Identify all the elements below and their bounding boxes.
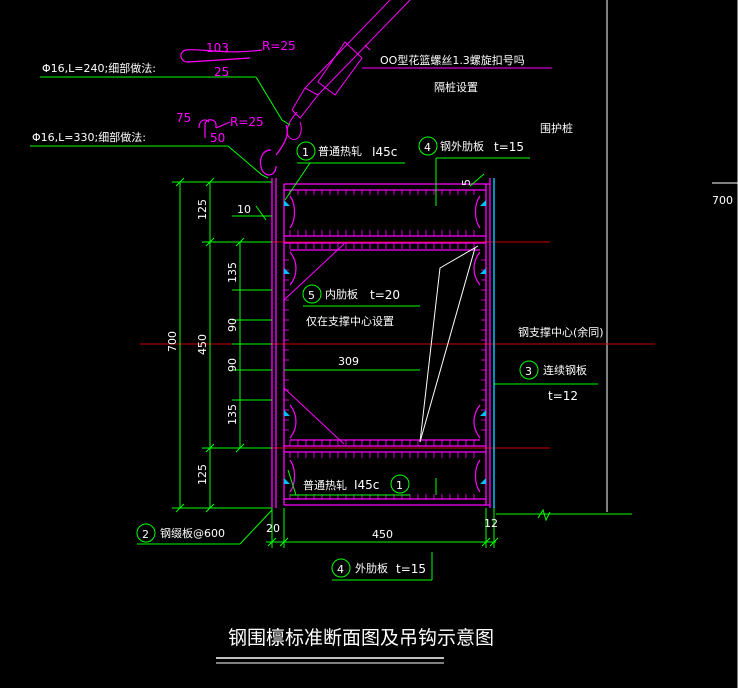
callout-3-text: 连续钢板: [543, 363, 587, 377]
callout-1-bottom-spec: I45c: [354, 478, 379, 492]
i-beam-flanges: [289, 195, 481, 493]
dim-bottom-450: 450: [372, 528, 393, 541]
diag-left-top: [283, 243, 345, 301]
tick-hatching: [284, 190, 486, 499]
callout-1-bottom: 普通热轧 I45c 1: [287, 469, 437, 496]
turnbuckle-note: OO型花篮螺丝1.3螺旋扣号吗: [380, 53, 525, 67]
elevation-value: 700: [712, 194, 733, 207]
break-mark: [537, 508, 551, 522]
dim10-arrow: [255, 205, 267, 221]
dim-135-top: 135: [226, 262, 239, 283]
callout-5-num: 5: [308, 289, 315, 302]
dim-left-top: 125: [196, 199, 209, 220]
hook2-dim-b: 50: [210, 131, 225, 145]
dim-bottom-20: 20: [266, 522, 280, 535]
dim-left-10: 10: [237, 203, 251, 216]
dim-135-bottom: 135: [226, 404, 239, 425]
hook1-radius: R=25: [262, 39, 296, 53]
hook1-dim-b: 25: [214, 65, 229, 79]
turnbuckle-rod: [259, 0, 411, 176]
inner-rib-plate: [419, 245, 479, 443]
callout-5: 5 内肋板 t=20 仅在支撑中心设置: [302, 284, 420, 328]
bracing-center-label: 钢支撑中心(余同): [518, 325, 604, 339]
dim-top-5: 5: [460, 179, 473, 186]
hook1-sketch: 103 25 R=25: [180, 39, 296, 79]
turnbuckle-subnote: 隔桩设置: [434, 80, 478, 94]
callout-5-spec: t=20: [370, 288, 400, 302]
callout-4-top-num: 4: [424, 141, 431, 154]
dim-90-top: 90: [226, 318, 239, 332]
weld-marks: [284, 200, 486, 484]
callout-1-top-num: 1: [302, 146, 309, 159]
callout-2-text: 钢缀板@600: [160, 526, 225, 540]
callout-1-top: 1 普通热轧 I45c: [284, 141, 405, 201]
hook1-spec: Φ16,L=240;细部做法:: [42, 61, 156, 75]
dim-left-total: 700: [166, 331, 179, 352]
callout-4-bottom-text: 外肋板: [355, 561, 388, 575]
section-frame: [271, 178, 491, 508]
bottom-dimension-lines: [266, 508, 499, 548]
dim-309: 309: [338, 355, 359, 368]
diag-left-bottom: [283, 387, 345, 445]
dim-bottom-12: 12: [484, 517, 498, 530]
callout-5-note: 仅在支撑中心设置: [306, 314, 394, 328]
axis-lines: [140, 241, 655, 449]
callout-1-bottom-text: 普通热轧: [303, 478, 347, 492]
callout-3-spec: t=12: [548, 389, 578, 403]
callout-4-top: 4 钢外肋板 t=15: [418, 136, 530, 206]
hook2-radius: R=25: [230, 115, 264, 129]
hook2-sketch: 75 50 R=25: [176, 111, 264, 145]
retaining-pile-label: 围护桩: [540, 121, 573, 135]
callout-5-text: 内肋板: [325, 287, 358, 301]
left-dimension-lines: [172, 177, 272, 513]
callout-1-top-spec: I45c: [372, 145, 397, 159]
callout-3-num: 3: [525, 365, 532, 378]
dim5-mark: [469, 173, 485, 187]
dim-left-mid: 450: [196, 334, 209, 355]
dim-left-bottom: 125: [196, 464, 209, 485]
callout-1-top-text: 普通热轧: [318, 144, 362, 158]
callout-4-bottom: 4 外肋板 t=15: [331, 552, 433, 581]
callout-2: 2 钢缀板@600: [136, 509, 273, 545]
hook2-spec: Φ16,L=330;细部做法:: [32, 130, 146, 144]
callout-4-top-spec: t=15: [494, 140, 524, 154]
callout-4-bottom-spec: t=15: [396, 562, 426, 576]
callout-1-bottom-num: 1: [396, 479, 403, 492]
drawing-title: 钢围檩标准断面图及吊钩示意图: [228, 627, 494, 649]
callout-3: 3 连续钢板 t=12: [494, 360, 598, 403]
hook2-dim-a: 75: [176, 111, 191, 125]
hook1-dim-a: 103: [206, 41, 229, 55]
callout-2-num: 2: [142, 528, 149, 541]
hook-leaders: [30, 76, 291, 179]
dim-90-bottom: 90: [226, 358, 239, 372]
callout-4-top-text: 钢外肋板: [440, 139, 484, 153]
callout-4-bottom-num: 4: [337, 563, 344, 576]
